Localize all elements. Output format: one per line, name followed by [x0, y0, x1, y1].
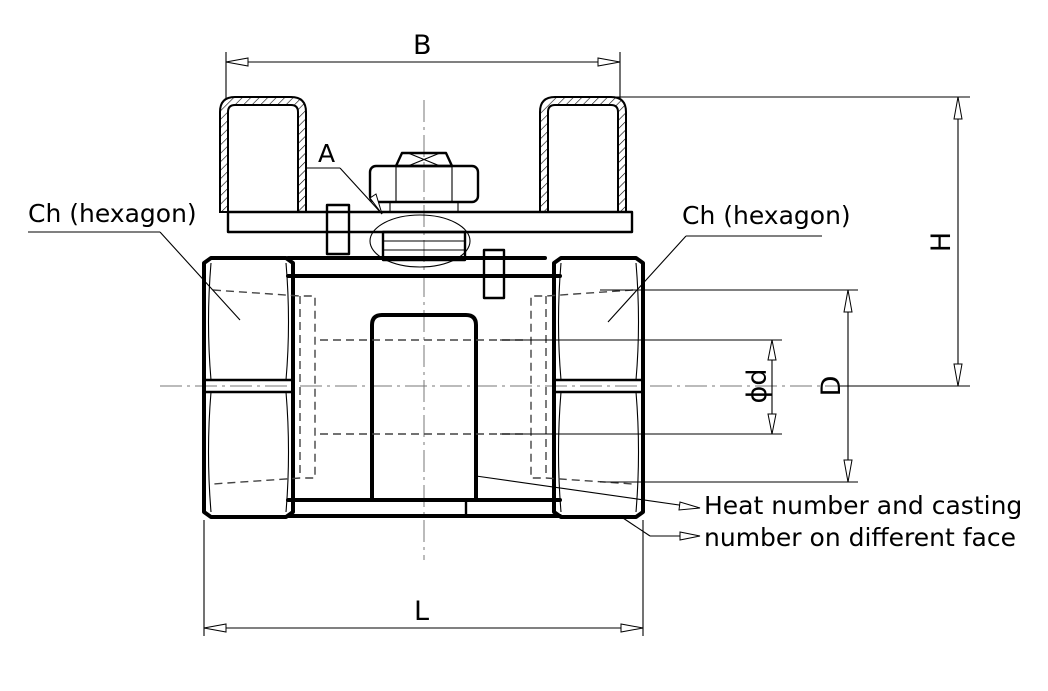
- dim-h-label: H: [926, 232, 957, 252]
- detail-a-circle: [369, 214, 471, 268]
- handle: [219, 96, 634, 256]
- dimension-b: B: [225, 30, 621, 100]
- hex-right: [552, 256, 645, 519]
- dimension-d: D: [600, 289, 858, 483]
- detail-a-label: A: [318, 139, 335, 168]
- hexagon-right-callout: Ch (hexagon): [607, 201, 851, 323]
- heat-number-callout: Heat number and casting number on differ…: [475, 475, 1022, 552]
- hexagon-left-callout: Ch (hexagon): [28, 199, 241, 321]
- valve-body: [202, 248, 645, 519]
- hex-left: [202, 256, 295, 519]
- dim-b-label: B: [413, 30, 432, 61]
- stem-nut: [368, 151, 480, 213]
- dimension-h: H: [615, 96, 970, 387]
- dim-phi-d-label: ϕd: [742, 369, 773, 404]
- heat-number-note-line2: number on different face: [704, 523, 1016, 552]
- center-lines: [160, 100, 860, 560]
- dimension-l: L: [203, 520, 644, 636]
- hexagon-left-label: Ch (hexagon): [28, 199, 197, 228]
- detail-a-callout: A: [306, 139, 383, 215]
- heat-number-note-line1: Heat number and casting: [704, 491, 1022, 520]
- dim-d-label: D: [816, 376, 847, 397]
- dim-l-label: L: [414, 596, 429, 627]
- dimension-phi-d: ϕd: [500, 339, 782, 435]
- handle-wing-left: [219, 96, 307, 213]
- hexagon-right-label: Ch (hexagon): [682, 201, 851, 230]
- handle-wing-right: [539, 96, 627, 213]
